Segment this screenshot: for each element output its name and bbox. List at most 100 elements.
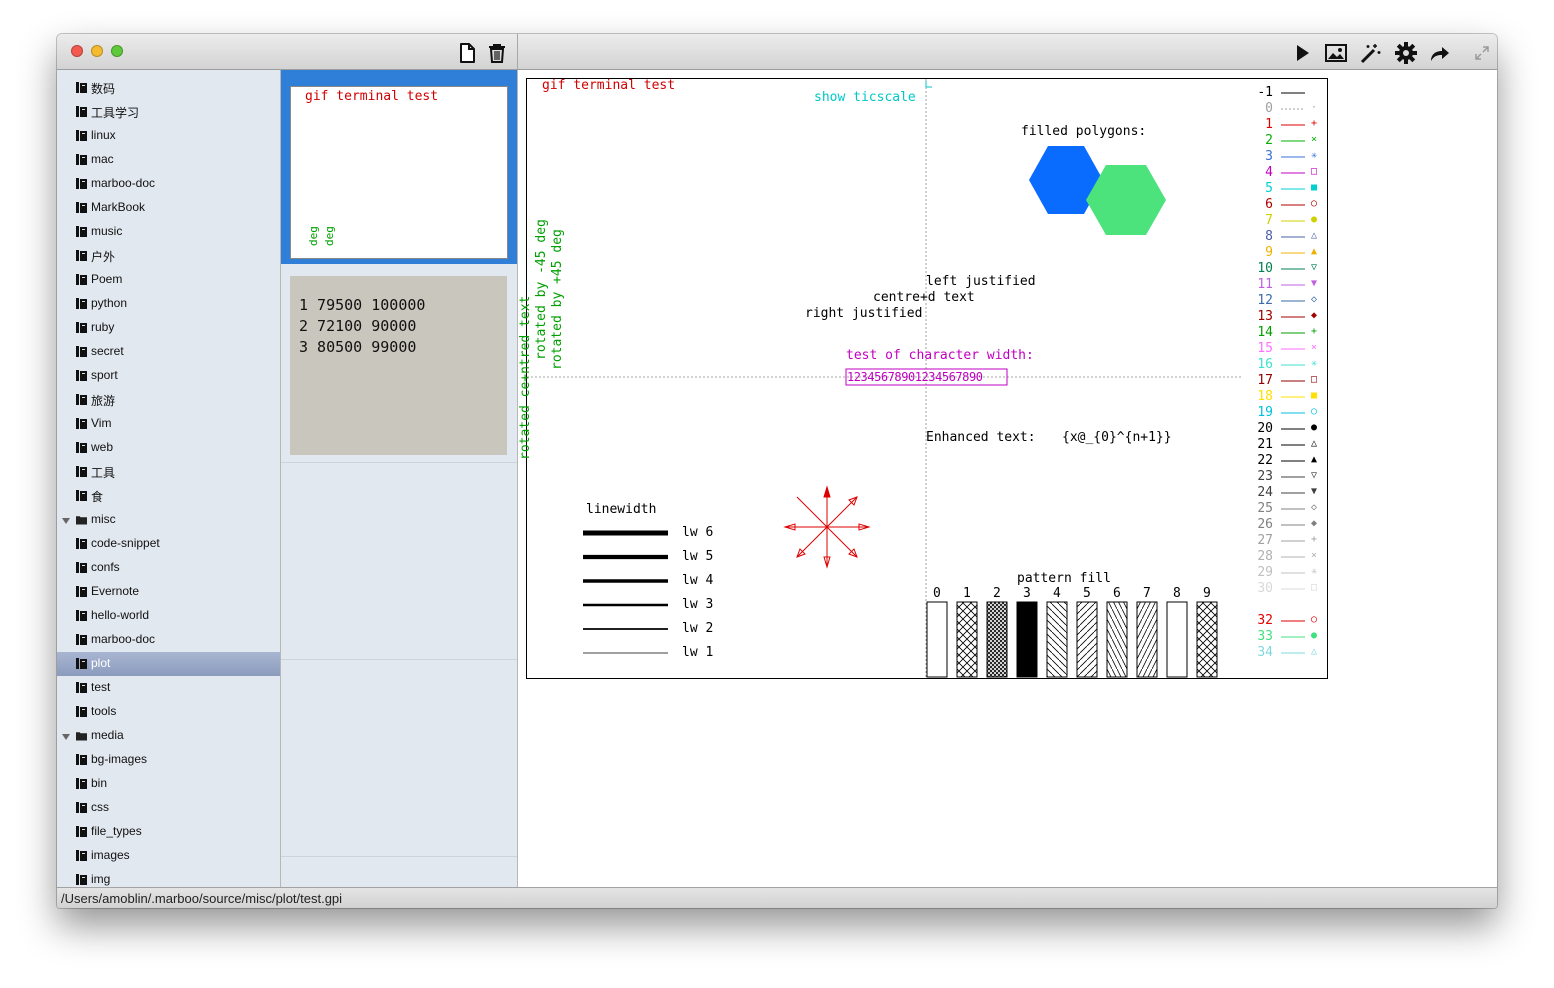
pattern-label: 8 [1173, 586, 1181, 601]
sidebar-item[interactable]: ruby [57, 316, 280, 340]
pattern-label: 6 [1113, 586, 1121, 601]
legend-label: 27 [1257, 533, 1273, 548]
sidebar-item[interactable]: tools [57, 700, 280, 724]
sidebar-item[interactable]: python [57, 292, 280, 316]
sidebar-item-label: test [91, 680, 111, 694]
char-width-box [845, 368, 1008, 386]
legend-label: 30 [1257, 581, 1273, 596]
sidebar-item[interactable]: media [57, 724, 280, 748]
sidebar-item-label: 工具学习 [91, 106, 140, 120]
sidebar-item[interactable]: mac [57, 148, 280, 172]
play-icon[interactable] [1292, 42, 1314, 64]
legend-lines [1281, 92, 1305, 654]
note-thumbnail-selected[interactable]: gif terminal test deg deg [281, 70, 517, 264]
legend-label: 29 [1257, 565, 1273, 580]
legend-label: 4 [1265, 165, 1273, 180]
notebook-icon [76, 418, 87, 429]
sidebar-item[interactable]: misc [57, 508, 280, 532]
sidebar-item[interactable]: plot [57, 652, 280, 676]
sidebar-item[interactable]: css [57, 796, 280, 820]
arrows-star [783, 485, 871, 569]
sidebar-item-label: media [91, 728, 124, 742]
sidebar-item-label: misc [91, 512, 116, 526]
pattern-fill-bars [926, 601, 1218, 678]
notebook-icon [76, 82, 87, 93]
sidebar-item[interactable]: linux [57, 124, 280, 148]
legend-label: 12 [1257, 293, 1273, 308]
sidebar-item[interactable]: sport [57, 364, 280, 388]
sidebar-item[interactable]: music [57, 220, 280, 244]
share-icon[interactable] [1429, 42, 1451, 64]
sidebar-item[interactable]: images [57, 844, 280, 868]
legend-symbol: ■ [1311, 390, 1318, 401]
sidebar-item-label: bin [91, 776, 108, 790]
sidebar-item-label: Vim [91, 416, 112, 430]
trash-icon[interactable] [486, 42, 508, 64]
sidebar-item[interactable]: img [57, 868, 280, 887]
minimize-button[interactable] [91, 45, 103, 57]
sidebar-item[interactable]: bg-images [57, 748, 280, 772]
sidebar-item[interactable]: 食 [57, 484, 280, 508]
data-line: 1 79500 100000 [299, 296, 426, 314]
fullscreen-icon[interactable] [1471, 42, 1493, 64]
legend-symbol: + [1311, 118, 1318, 129]
sidebar-item[interactable]: 工具学习 [57, 100, 280, 124]
legend-label: 10 [1257, 261, 1273, 276]
sidebar-item[interactable]: marboo-doc [57, 628, 280, 652]
sidebar-item-label: confs [91, 560, 120, 574]
thumbnail-rotated-text-2: deg [323, 226, 336, 246]
char-width-test: 12345678901234567890 [847, 370, 983, 384]
notebook-icon [76, 178, 87, 189]
notebook-icon [76, 754, 87, 765]
legend-symbol: × [1311, 134, 1318, 145]
sidebar-item[interactable]: file_types [57, 820, 280, 844]
sidebar-item[interactable]: Vim [57, 412, 280, 436]
notebook-icon [76, 826, 87, 837]
disclosure-triangle-icon[interactable] [62, 734, 70, 740]
zoom-button[interactable] [111, 45, 123, 57]
sidebar-item-label: sport [91, 368, 118, 382]
note-thumbnail[interactable]: 1 79500 100000 2 72100 90000 3 80500 990… [290, 276, 507, 455]
sidebar-item[interactable]: bin [57, 772, 280, 796]
sidebar-item[interactable]: 工具 [57, 460, 280, 484]
sidebar-item[interactable]: secret [57, 340, 280, 364]
thumbnail-preview: gif terminal test deg deg [290, 86, 508, 259]
disclosure-triangle-icon[interactable] [62, 518, 70, 524]
sidebar-item[interactable]: 旅游 [57, 388, 280, 412]
linewidth-label: lw 4 [682, 573, 714, 588]
legend-label: 1 [1265, 117, 1273, 132]
linewidth-label: lw 5 [682, 549, 714, 564]
sidebar-item[interactable]: confs [57, 556, 280, 580]
close-button[interactable] [71, 45, 83, 57]
magic-wand-icon[interactable] [1359, 42, 1381, 64]
legend-symbol: ✳ [1311, 566, 1318, 577]
sidebar-item[interactable]: Evernote [57, 580, 280, 604]
notebook-icon [76, 466, 87, 477]
gear-icon[interactable] [1395, 42, 1417, 64]
sidebar-item-label: images [91, 848, 130, 862]
legend-label: 14 [1257, 325, 1273, 340]
sidebar-item[interactable]: marboo-doc [57, 172, 280, 196]
legend-symbol: ▲ [1311, 246, 1318, 257]
legend-label: 5 [1265, 181, 1273, 196]
legend-label: 22 [1257, 453, 1273, 468]
legend-symbol: □ [1311, 166, 1318, 177]
sidebar-item[interactable]: Poem [57, 268, 280, 292]
new-note-icon[interactable] [456, 42, 478, 64]
sidebar-item[interactable]: web [57, 436, 280, 460]
sidebar-item-label: css [91, 800, 109, 814]
sidebar-item[interactable]: hello-world [57, 604, 280, 628]
sidebar-item-label: img [91, 872, 111, 886]
notebook-icon [76, 802, 87, 813]
sidebar-item[interactable]: code-snippet [57, 532, 280, 556]
sidebar-item[interactable]: 户外 [57, 244, 280, 268]
notebook-icon [76, 298, 87, 309]
sidebar-item[interactable]: 数码 [57, 76, 280, 100]
pattern-bar [1076, 601, 1098, 678]
sidebar-item[interactable]: MarkBook [57, 196, 280, 220]
image-icon[interactable] [1325, 42, 1347, 64]
status-bar: /Users/amoblin/.marboo/source/misc/plot/… [57, 887, 1497, 908]
legend-label: 19 [1257, 405, 1273, 420]
pattern-label: 3 [1023, 586, 1031, 601]
sidebar-item[interactable]: test [57, 676, 280, 700]
